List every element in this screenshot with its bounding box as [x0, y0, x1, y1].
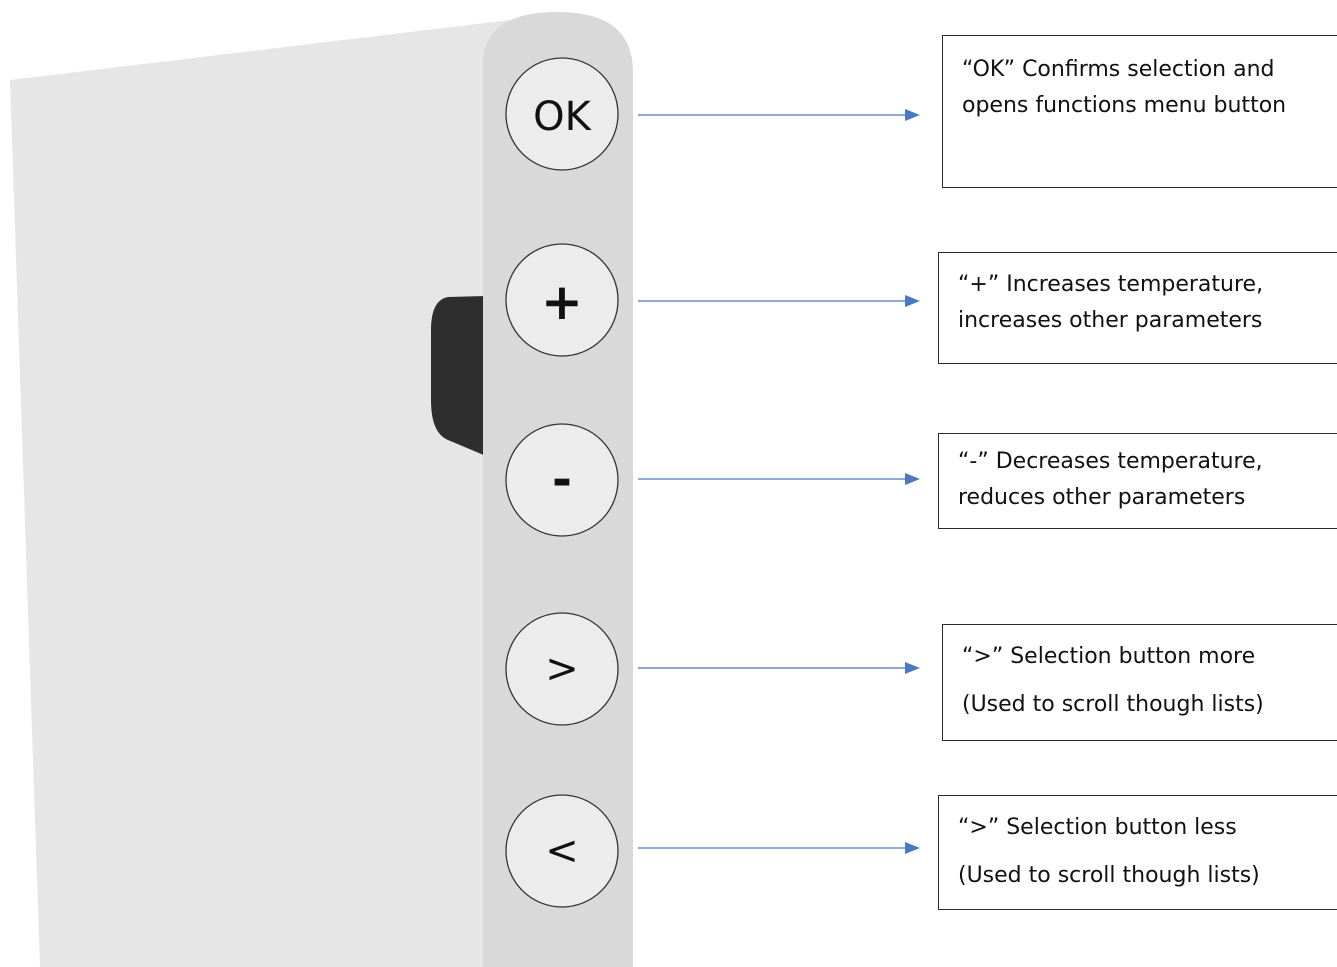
plus-button-label: +	[541, 273, 583, 331]
callout-more-line-1: “>” Selection button more	[962, 644, 1256, 669]
callout-less: “>” Selection button less (Used to scrol…	[938, 795, 1337, 910]
callout-plus-line-2: increases other parameters	[958, 308, 1263, 333]
ok-button-label: OK	[533, 94, 592, 140]
arrow-ok	[638, 109, 920, 121]
callout-minus-line-2: reduces other parameters	[958, 485, 1246, 510]
callout-ok: “OK” Confirms selection and opens functi…	[942, 35, 1337, 188]
arrow-less	[638, 842, 920, 854]
callout-plus: “+” Increases temperature, increases oth…	[938, 252, 1337, 364]
more-button[interactable]: >	[505, 612, 619, 726]
minus-button[interactable]: -	[505, 423, 619, 537]
device-body	[10, 14, 560, 967]
callout-less-line-2: (Used to scroll though lists)	[958, 863, 1260, 888]
less-button-label: <	[545, 828, 579, 874]
less-button[interactable]: <	[505, 794, 619, 908]
callout-less-line-1: “>” Selection button less	[958, 815, 1237, 840]
callout-minus: “-” Decreases temperature, reduces other…	[938, 433, 1337, 529]
callout-plus-line-1: “+” Increases temperature,	[958, 272, 1264, 297]
minus-button-label: -	[552, 452, 572, 508]
ok-button[interactable]: OK	[505, 57, 619, 171]
arrow-more	[638, 662, 920, 674]
callout-more-line-2: (Used to scroll though lists)	[962, 692, 1264, 717]
callout-minus-line-1: “-” Decreases temperature,	[958, 449, 1263, 474]
plus-button[interactable]: +	[505, 243, 619, 357]
side-knob	[431, 296, 486, 456]
arrow-minus	[638, 473, 920, 485]
more-button-label: >	[545, 646, 579, 692]
arrow-plus	[638, 295, 920, 307]
callout-ok-line-1: “OK” Confirms selection and	[962, 57, 1275, 82]
callout-ok-line-2: opens functions menu button	[962, 93, 1287, 118]
callout-more: “>” Selection button more (Used to scrol…	[942, 624, 1337, 741]
